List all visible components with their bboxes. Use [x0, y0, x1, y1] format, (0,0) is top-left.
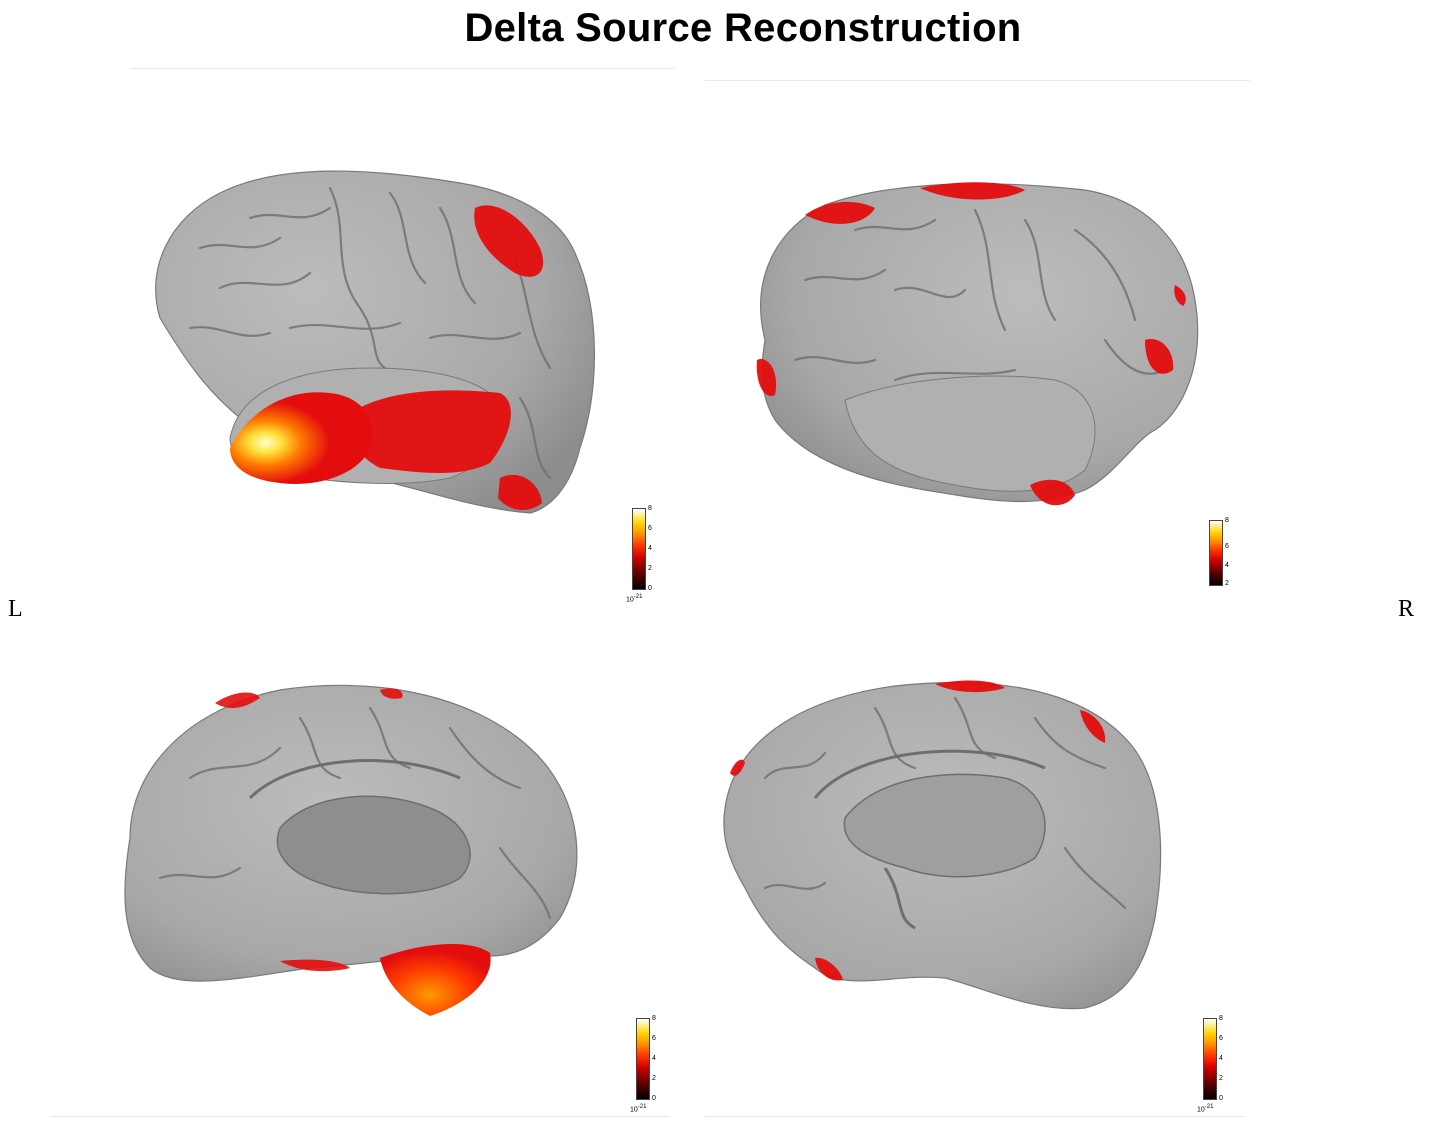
colorbar-tick: 0 [652, 1095, 656, 1102]
colorbar-tick: 0 [648, 585, 652, 592]
colorbar-tick: 4 [648, 545, 652, 552]
panel-right-medial: 8 6 4 2 0 10-21 [705, 628, 1250, 1118]
colorbar-tick: 6 [648, 525, 652, 532]
colorbar-gradient [632, 508, 646, 590]
colorbar-tick: 0 [1219, 1095, 1223, 1102]
colorbar-tick: 6 [1225, 543, 1229, 550]
colorbar-exponent: 10-21 [1197, 1104, 1214, 1114]
brain-right-lateral-icon [756, 182, 1199, 506]
colorbar-tick: 8 [1219, 1015, 1223, 1022]
colorbar-left-medial: 8 6 4 2 0 10-21 [630, 1015, 676, 1113]
colorbar-tick: 4 [652, 1055, 656, 1062]
panel-left-medial: 8 6 4 2 0 10-21 [50, 628, 675, 1118]
brain-right-medial-icon [723, 680, 1162, 1010]
colorbar-gradient [636, 1018, 650, 1100]
colorbar-tick: 6 [652, 1035, 656, 1042]
colorbar-tick: 8 [648, 505, 652, 512]
colorbar-tick: 2 [652, 1075, 656, 1082]
colorbar-gradient [1203, 1018, 1217, 1100]
colorbar-tick: 8 [652, 1015, 656, 1022]
panel-left-lateral: 8 6 4 2 0 10-21 [130, 68, 675, 613]
colorbar-gradient [1209, 520, 1223, 586]
panel-right-lateral: 8 6 4 2 [705, 80, 1250, 625]
colorbar-tick: 4 [1225, 562, 1229, 569]
brain-left-medial-icon [124, 684, 578, 1016]
colorbar-exponent: 10-21 [630, 1104, 647, 1114]
colorbar-exponent: 10-21 [626, 594, 643, 604]
colorbar-tick: 2 [1219, 1075, 1223, 1082]
colorbar-tick: 8 [1225, 517, 1229, 524]
colorbar-right-lateral: 8 6 4 2 [1209, 517, 1249, 612]
figure-title: Delta Source Reconstruction [464, 6, 1022, 50]
colorbar-tick: 2 [648, 565, 652, 572]
colorbar-tick: 2 [1225, 580, 1229, 587]
colorbar-tick: 4 [1219, 1055, 1223, 1062]
right-hemisphere-label: R [1398, 596, 1415, 622]
left-hemisphere-label: L [8, 596, 23, 622]
colorbar-left-lateral: 8 6 4 2 0 10-21 [626, 505, 672, 603]
colorbar-tick: 6 [1219, 1035, 1223, 1042]
colorbar-right-medial: 8 6 4 2 0 10-21 [1197, 1015, 1243, 1113]
brain-left-lateral-icon [155, 170, 596, 514]
